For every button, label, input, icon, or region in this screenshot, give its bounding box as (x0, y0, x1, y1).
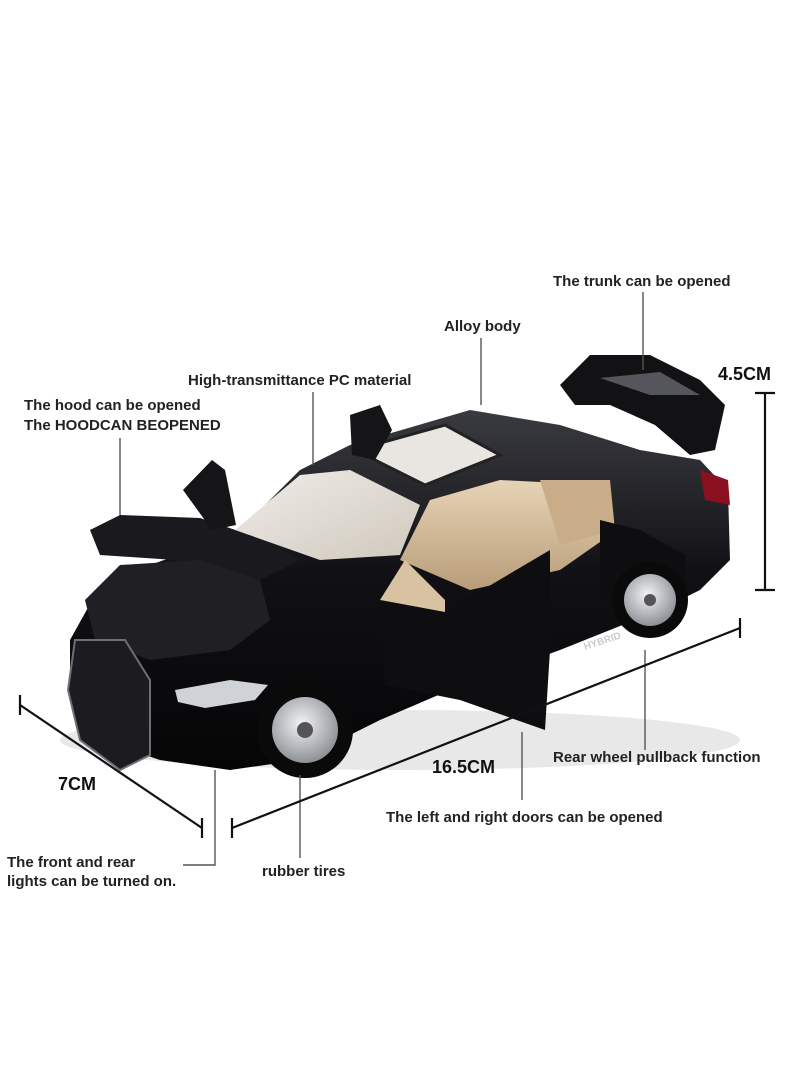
length-dimension-label: 16.5CM (432, 757, 496, 777)
length-dimension-line (231, 626, 741, 830)
width-dimension-line (19, 704, 203, 829)
hood-label-2: The HOODCAN BEOPENED (24, 417, 221, 434)
trunk-lid (560, 355, 725, 455)
lights-leader-line (183, 770, 216, 866)
windshield (235, 470, 420, 560)
hood-label-1: The hood can be opened (24, 397, 201, 414)
front-grille (66, 639, 151, 772)
rear-wheel (612, 562, 688, 638)
width-dimension-label: 7CM (58, 774, 97, 794)
upper-door-left (183, 460, 236, 530)
upper-door-right (350, 405, 392, 460)
trunk-highlight (600, 372, 700, 395)
front-door-inner (380, 560, 445, 612)
tail-light (700, 470, 730, 505)
open-hood (90, 515, 300, 585)
tires-label: rubber tires (262, 863, 346, 880)
pc-material-label: High-transmittance PC material (188, 372, 412, 389)
front-door (380, 550, 550, 730)
height-dimension-label: 4.5CM (718, 364, 772, 384)
rear-seats (540, 480, 615, 545)
trunk-label: The trunk can be opened (553, 273, 731, 290)
sunroof (350, 423, 504, 487)
rear-wheel-label: Rear wheel pullback function (553, 749, 761, 766)
headlight (175, 680, 268, 708)
alloy-body-label: Alloy body (444, 318, 521, 335)
engine-bay (85, 560, 270, 660)
lights-label: The front and rear lights can be turned … (7, 854, 177, 890)
doors-label: The left and right doors can be opened (386, 809, 663, 826)
front-wheel (257, 682, 353, 778)
